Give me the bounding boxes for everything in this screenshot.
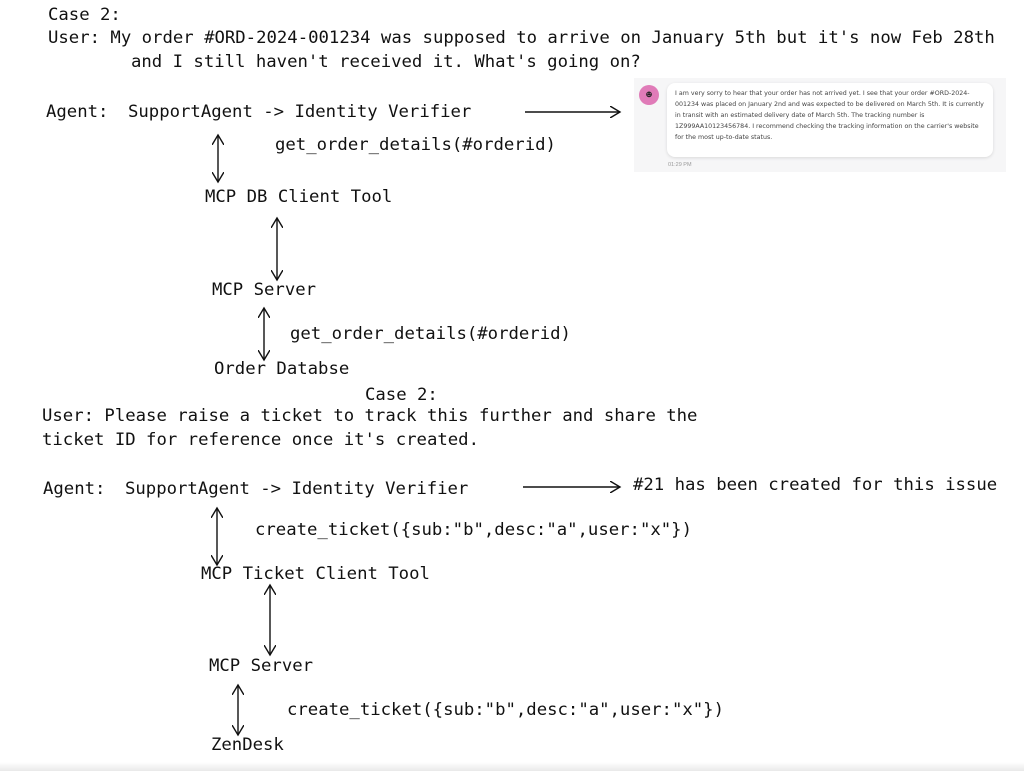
case1-user-line2: and I still haven't received it. What's …: [131, 52, 641, 72]
case2-call2: create_ticket({sub:"b",desc:"a",user:"x"…: [287, 700, 724, 720]
chat-response-screenshot: ☻ I am very sorry to hear that your orde…: [634, 78, 1006, 172]
case1-agent-label: Agent:: [46, 102, 109, 122]
case1-agent-flow: SupportAgent -> Identity Verifier: [128, 102, 472, 122]
chat-message-time: 01:29 PM: [668, 162, 692, 168]
case2-call1: create_ticket({sub:"b",desc:"a",user:"x"…: [255, 520, 692, 540]
case2-heading: Case 2:: [365, 385, 438, 405]
chat-message-bubble: I am very sorry to hear that your order …: [667, 83, 993, 157]
case2-node-zendesk: ZenDesk: [211, 735, 284, 755]
case1-node-db-client: MCP DB Client Tool: [205, 187, 393, 207]
case2-user-line2: ticket ID for reference once it's create…: [42, 430, 479, 450]
case1-call2: get_order_details(#orderid): [290, 324, 571, 344]
case1-node-database: Order Databse: [214, 359, 350, 379]
case2-node-server: MCP Server: [209, 656, 314, 676]
case1-node-server: MCP Server: [212, 280, 317, 300]
case2-agent-label: Agent:: [43, 479, 106, 499]
case2-user-line1: User: Please raise a ticket to track thi…: [42, 406, 698, 426]
bottom-edge-shadow: [0, 762, 1024, 771]
robot-icon: ☻: [639, 85, 659, 105]
case1-heading: Case 2:: [48, 5, 121, 25]
case2-result: #21 has been created for this issue: [633, 475, 998, 495]
case1-user-line1: User: My order #ORD-2024-001234 was supp…: [48, 28, 995, 48]
case2-agent-flow: SupportAgent -> Identity Verifier: [125, 479, 469, 499]
case2-node-ticket-client: MCP Ticket Client Tool: [201, 564, 430, 584]
case1-call1: get_order_details(#orderid): [275, 135, 556, 155]
